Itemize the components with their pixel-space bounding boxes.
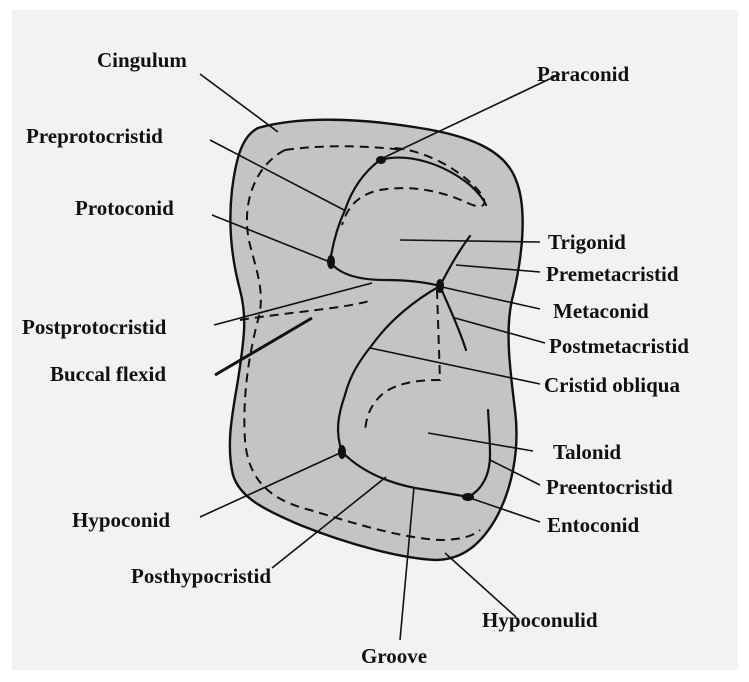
label-entoconid: Entoconid xyxy=(547,513,640,537)
entoconid-cusp xyxy=(462,493,474,501)
label-hypoconid: Hypoconid xyxy=(72,508,170,532)
label-premetacristid: Premetacristid xyxy=(546,262,679,286)
label-postprotocristid: Postprotocristid xyxy=(22,315,167,339)
label-groove: Groove xyxy=(361,644,427,668)
label-protoconid: Protoconid xyxy=(75,196,174,220)
label-preprotocristid: Preprotocristid xyxy=(26,124,163,148)
label-trigonid: Trigonid xyxy=(548,230,626,254)
label-preentocristid: Preentocristid xyxy=(546,475,673,499)
label-posthypocristid: Posthypocristid xyxy=(131,564,271,588)
label-paraconid: Paraconid xyxy=(537,62,629,86)
label-cingulum: Cingulum xyxy=(97,48,187,72)
label-buccal-flexid: Buccal flexid xyxy=(50,362,166,386)
label-hypoconulid: Hypoconulid xyxy=(482,608,598,632)
label-metaconid: Metaconid xyxy=(553,299,649,323)
hypoconid-cusp xyxy=(338,445,346,459)
label-talonid: Talonid xyxy=(553,440,621,464)
metaconid-cusp xyxy=(436,279,444,293)
label-postmetacristid: Postmetacristid xyxy=(549,334,689,358)
label-cristid-obliqua: Cristid obliqua xyxy=(544,373,680,397)
